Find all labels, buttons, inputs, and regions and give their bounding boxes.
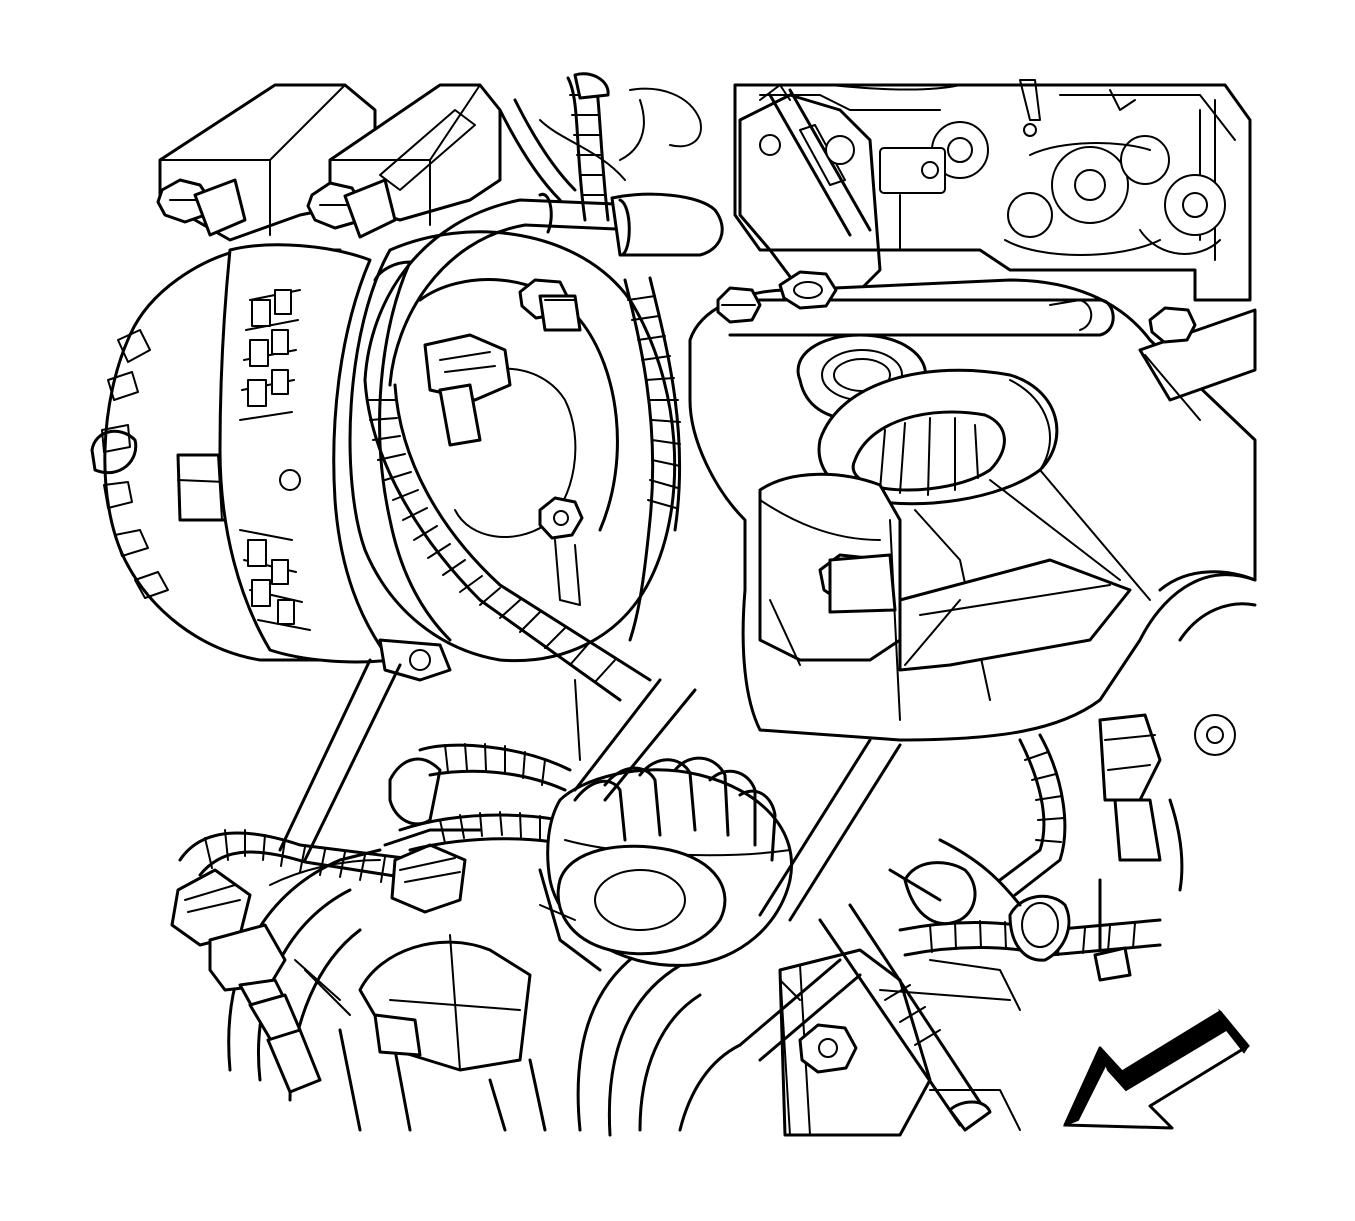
bracket-bolt-left — [156, 178, 247, 237]
harness-lower-right — [888, 713, 1184, 982]
belt-tensioner — [539, 756, 793, 967]
upper-hose — [363, 192, 724, 387]
bracket-bolt-right — [306, 178, 397, 239]
generator — [90, 243, 452, 682]
generator-pulley — [348, 230, 677, 663]
pulley-connector — [423, 333, 512, 447]
manifold-bolt-top — [716, 270, 1197, 344]
harness-center-vertical — [623, 276, 682, 642]
drive-belt — [278, 658, 902, 922]
cylinder-head — [733, 79, 1252, 302]
direction-arrow-icon — [1063, 1008, 1250, 1130]
lower-connector — [358, 843, 532, 1072]
crank-sensor — [170, 868, 351, 1094]
harness-conduit-left — [363, 378, 652, 702]
water-outlet-housing — [688, 278, 1257, 756]
lower-center-bracket — [538, 868, 1021, 1062]
upper-bracket — [738, 84, 961, 302]
harness-lower-left — [178, 829, 422, 883]
harness-top-center — [498, 72, 702, 222]
dipstick-tube — [818, 903, 992, 1132]
